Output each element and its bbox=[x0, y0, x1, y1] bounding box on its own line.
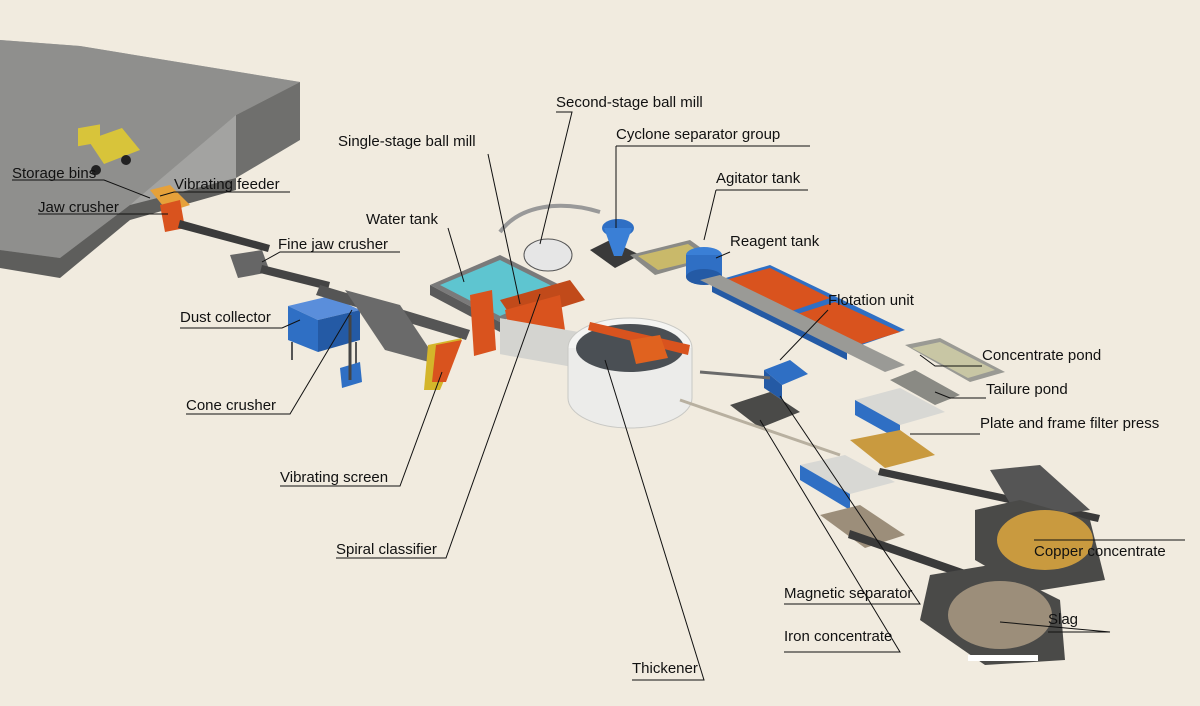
label-fine-jaw-crusher: Fine jaw crusher bbox=[278, 236, 389, 253]
label-flotation-unit: Flotation unit bbox=[828, 292, 914, 309]
label-storage-bins: Storage bins bbox=[12, 165, 97, 182]
slag-bay bbox=[920, 565, 1065, 665]
label-vibrating-feeder: Vibrating feeder bbox=[174, 176, 280, 193]
magnetic-separator bbox=[679, 360, 841, 457]
label-concentrate-pond: Concentrate pond bbox=[982, 347, 1102, 364]
label-agitator-tank: Agitator tank bbox=[716, 170, 801, 187]
label-copper-concentrate: Copper concentrate bbox=[1034, 543, 1166, 560]
label-cone-crusher: Cone crusher bbox=[186, 397, 277, 414]
label-vibrating-screen: Vibrating screen bbox=[280, 469, 389, 486]
ponds bbox=[890, 338, 1005, 405]
agitator-tank bbox=[630, 240, 722, 285]
filter-press-upper bbox=[850, 388, 945, 468]
label-slag: Slag bbox=[1048, 611, 1079, 628]
label-water-tank: Water tank bbox=[366, 211, 438, 228]
label-jaw-crusher: Jaw crusher bbox=[38, 199, 119, 216]
label-iron-concentrate: Iron concentrate bbox=[784, 628, 893, 645]
filter-press-lower bbox=[800, 455, 905, 548]
label-second-stage-ball-mill: Second-stage ball mill bbox=[556, 94, 703, 111]
dump-truck bbox=[78, 124, 140, 175]
flotation-cells bbox=[700, 265, 905, 372]
label-spiral-classifier: Spiral classifier bbox=[336, 541, 437, 558]
screening-section bbox=[316, 285, 470, 390]
cyclone-separator bbox=[602, 219, 634, 256]
copper-concentrate-bay bbox=[975, 465, 1105, 592]
label-cyclone-separator-group: Cyclone separator group bbox=[616, 126, 781, 143]
label-plate-frame-filter-press: Plate and frame filter press bbox=[980, 415, 1160, 432]
thickener bbox=[567, 317, 693, 429]
label-thickener: Thickener bbox=[632, 660, 698, 677]
label-single-stage-ball-mill: Single-stage ball mill bbox=[338, 133, 476, 150]
crushing-line bbox=[150, 185, 330, 290]
leader-lines bbox=[12, 111, 1185, 681]
label-magnetic-separator: Magnetic separator bbox=[784, 585, 913, 602]
label-dust-collector: Dust collector bbox=[180, 309, 271, 326]
label-tailure-pond: Tailure pond bbox=[986, 381, 1068, 398]
label-reagent-tank: Reagent tank bbox=[730, 233, 820, 250]
